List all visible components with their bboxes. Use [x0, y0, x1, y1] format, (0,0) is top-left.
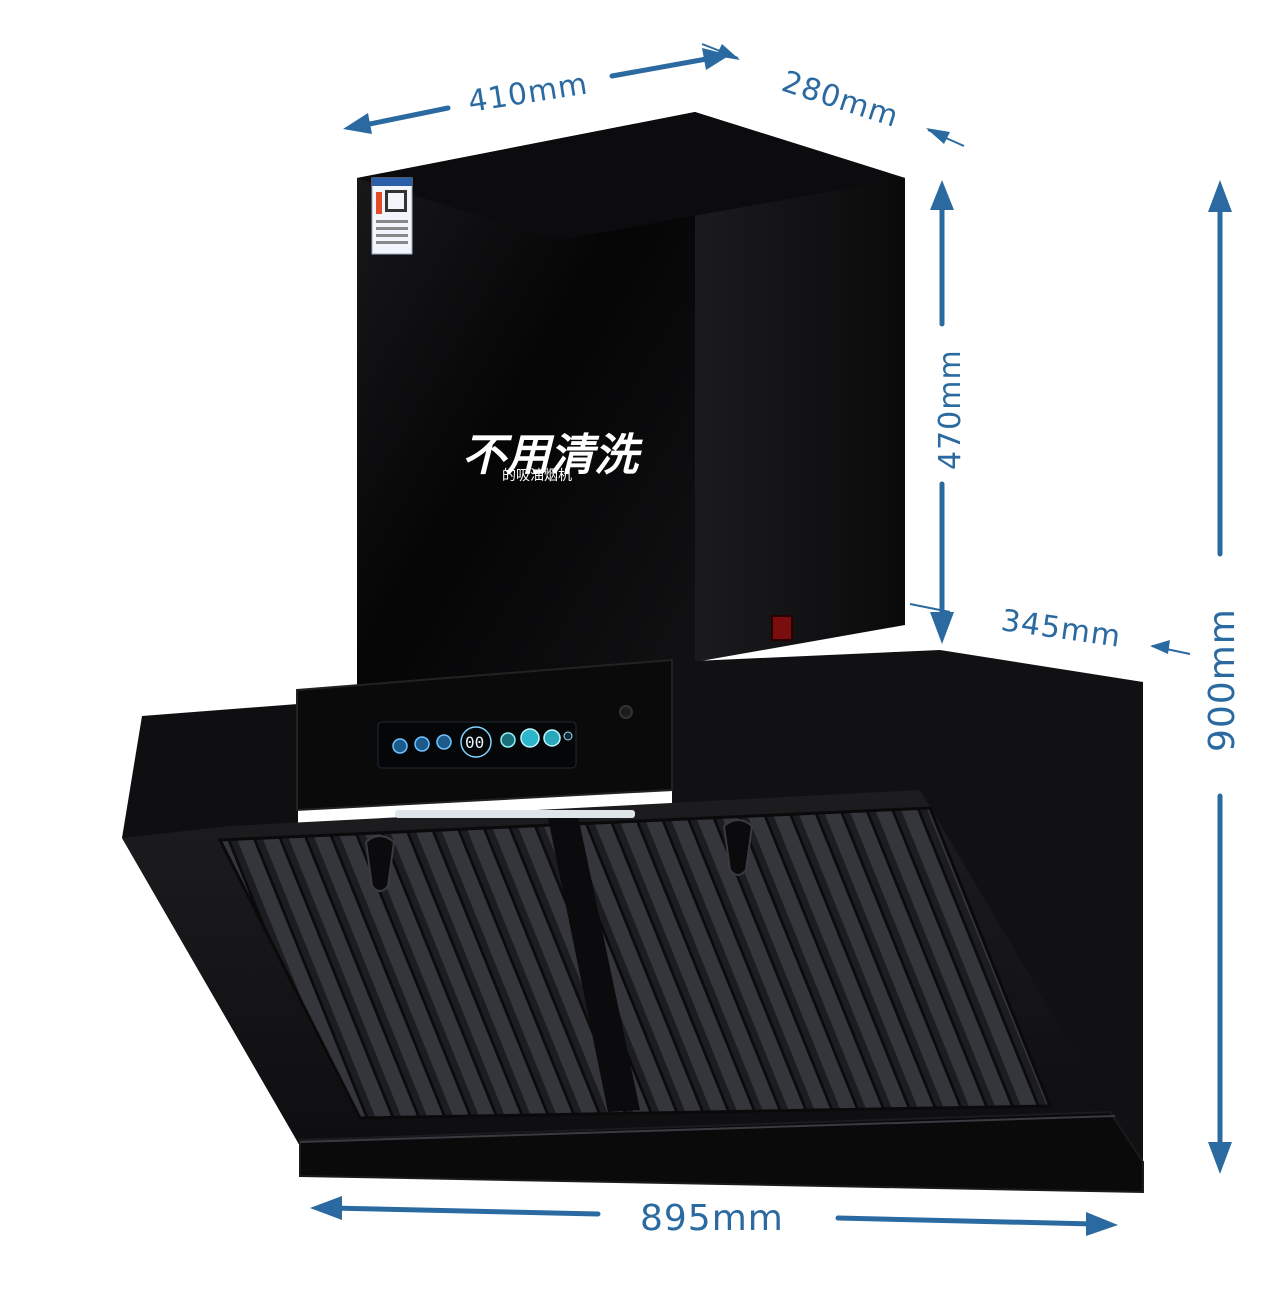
logo-sub-text: 的吸油烟机 [502, 468, 572, 484]
dimension-upper-height-label: 470mm [933, 349, 968, 470]
control-panel: 00 [377, 721, 577, 769]
dimension-total-height-label: 900mm [1202, 608, 1243, 752]
power-switch-icon[interactable] [771, 615, 793, 641]
upper-box-side [695, 112, 905, 662]
led-light-strip [395, 810, 635, 818]
filter-handle-left-icon[interactable] [364, 835, 396, 892]
display-digits: 00 [465, 733, 484, 752]
dimension-upper-height: 470mm [930, 180, 968, 644]
timer-button-icon[interactable] [543, 729, 561, 747]
dimension-top-width-label: 410mm [466, 66, 591, 119]
filter-divider [548, 816, 640, 1112]
fan-low-button-icon[interactable] [392, 738, 408, 754]
logo-main-text: 不用清洗 [462, 430, 643, 481]
dimension-hood-width: 895mm [310, 1196, 1118, 1239]
power-button-icon[interactable] [563, 731, 573, 741]
energy-label-icon [371, 177, 413, 255]
display-ring [460, 726, 492, 758]
dimension-hood-depth: 345mm [909, 603, 1191, 655]
upper-box-top [357, 112, 905, 240]
dimension-top-depth-label: 280mm [778, 64, 904, 135]
dimension-total-height: 900mm [1202, 180, 1243, 1174]
filter-handle-right-icon[interactable] [722, 819, 754, 876]
dimension-hood-depth-label: 345mm [999, 603, 1123, 654]
fan-mid-button-icon[interactable] [414, 736, 430, 752]
product-logo: 不用清洗 的吸油烟机 [462, 430, 643, 484]
sensor-icon [619, 705, 633, 719]
upper-box-front [357, 112, 695, 690]
fan-high-button-icon[interactable] [436, 734, 452, 750]
dimension-annotations: 410mm 280mm 470mm 900mm [310, 43, 1243, 1239]
dimension-hood-width-label: 895mm [640, 1198, 784, 1239]
hood-front-lip [299, 1110, 1144, 1194]
light-button-icon[interactable] [500, 732, 516, 748]
clean-button-icon[interactable] [520, 728, 540, 748]
grease-filter-grill [217, 806, 1053, 1120]
range-hood: 不用清洗 的吸油烟机 00 [122, 112, 1144, 1194]
